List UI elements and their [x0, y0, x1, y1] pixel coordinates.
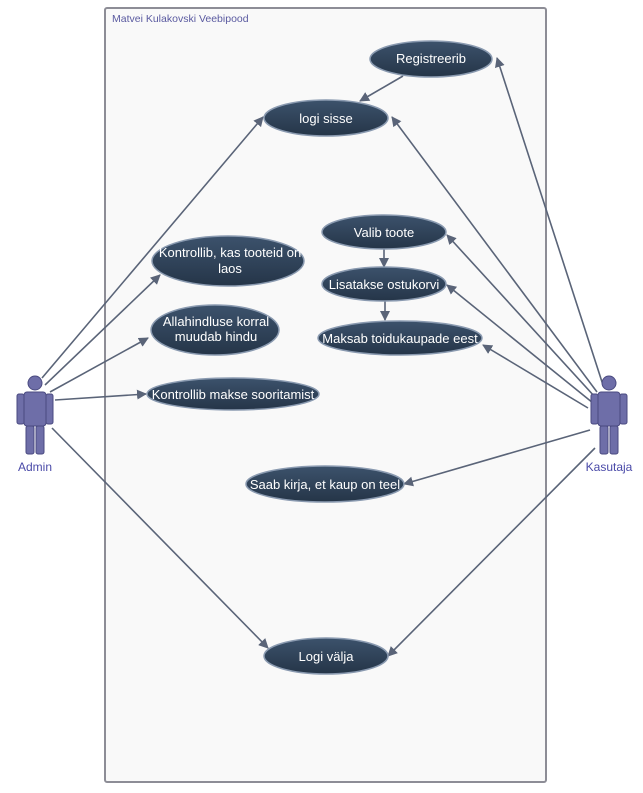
assoc-user-cart — [446, 284, 594, 404]
use-case-register[interactable]: Registreerib — [369, 40, 493, 78]
assoc-admin-check-stock — [44, 274, 161, 386]
use-case-choose[interactable]: Valib toote — [321, 214, 447, 250]
assoc-admin-discount — [49, 337, 149, 393]
use-case-logout[interactable]: Logi välja — [263, 637, 389, 675]
use-case-label: Saab kirja, et kaup on teel — [250, 477, 400, 492]
actor-user-icon — [590, 375, 628, 455]
use-case-pay[interactable]: Maksab toidukaupade eest — [317, 320, 483, 356]
actor-admin-icon — [16, 375, 54, 455]
assoc-user-pay — [482, 344, 589, 409]
actor-user-label: Kasutaja — [586, 460, 633, 474]
use-case-label: Registreerib — [396, 51, 466, 66]
use-case-label: logi sisse — [299, 111, 352, 126]
system-title: Matvei Kulakovski Veebipood — [112, 13, 249, 25]
use-case-label: Kontrollib makse sooritamist — [152, 387, 315, 402]
use-case-check-payment[interactable]: Kontrollib makse sooritamist — [146, 377, 320, 411]
assoc-admin-logout — [51, 427, 269, 649]
use-case-label: Logi välja — [299, 649, 355, 664]
assoc-admin-check-payment — [54, 389, 147, 401]
use-case-label-line2: laos — [218, 261, 242, 276]
use-case-label: Valib toote — [354, 225, 414, 240]
assoc-user-login — [391, 116, 598, 393]
use-case-check-stock[interactable]: Kontrollib, kas tooteid on laos — [151, 235, 305, 287]
use-case-discount[interactable]: Allahindluse korral muudab hindu — [150, 304, 280, 356]
use-case-login[interactable]: logi sisse — [263, 99, 389, 137]
connectors — [41, 57, 604, 657]
use-case-label: Maksab toidukaupade eest — [322, 331, 478, 346]
actor-user[interactable]: Kasutaja — [586, 375, 633, 474]
assoc-admin-login — [41, 116, 264, 379]
use-case-label-line1: Allahindluse korral — [163, 314, 269, 329]
actor-admin[interactable]: Admin — [16, 375, 54, 474]
assoc-user-letter — [403, 429, 591, 487]
system-boundary: Matvei Kulakovski Veebipood — [104, 7, 547, 783]
use-case-label-line1: Kontrollib, kas tooteid on — [159, 245, 301, 260]
use-case-label: Lisatakse ostukorvi — [329, 277, 440, 292]
use-case-letter[interactable]: Saab kirja, et kaup on teel — [245, 465, 405, 503]
assoc-user-register — [495, 57, 604, 386]
assoc-user-logout — [387, 447, 596, 657]
assoc-user-choose — [446, 234, 596, 398]
use-case-cart[interactable]: Lisatakse ostukorvi — [321, 266, 447, 302]
actor-admin-label: Admin — [18, 460, 52, 474]
link-register-login — [359, 75, 404, 102]
use-case-label-line2: muudab hindu — [175, 329, 257, 344]
